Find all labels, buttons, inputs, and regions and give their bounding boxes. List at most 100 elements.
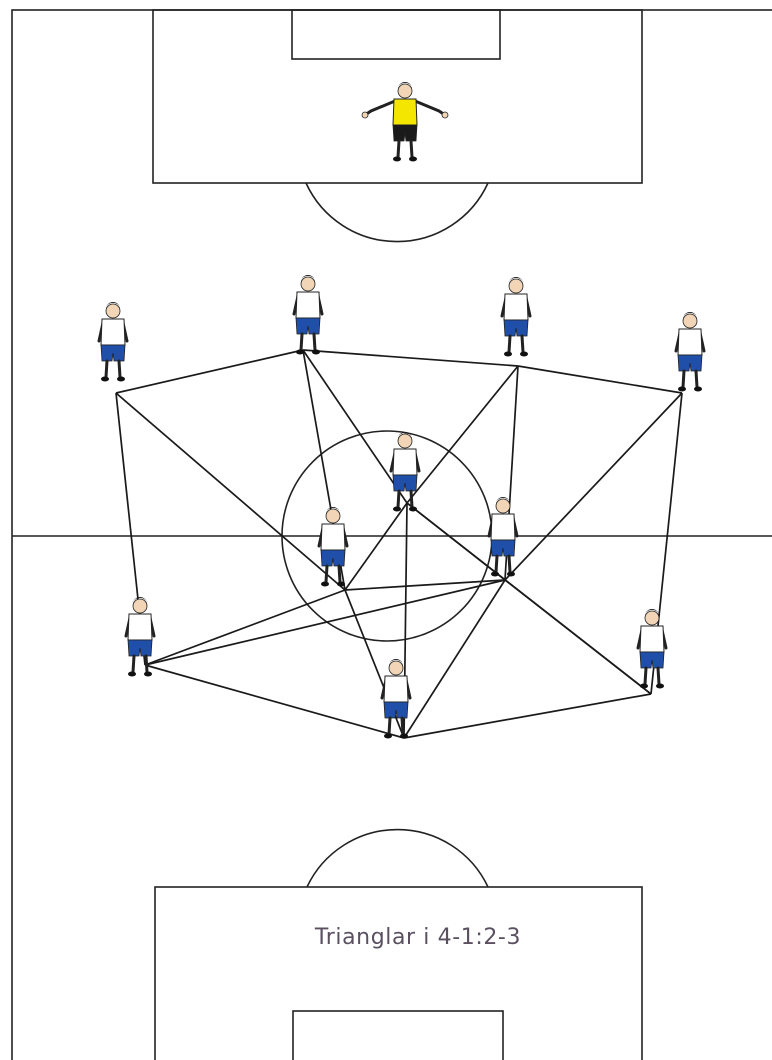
player-left-leg xyxy=(301,334,302,350)
connection-line-right-center-back-to-defensive-midfielder xyxy=(407,366,518,503)
player-right-glove xyxy=(442,112,448,118)
player-left-back xyxy=(99,302,127,382)
player-right-shoe xyxy=(694,387,702,392)
player-right-shoe xyxy=(312,350,320,355)
player-left-glove xyxy=(362,112,368,118)
player-right-leg xyxy=(696,371,697,387)
player-shirt xyxy=(321,524,345,550)
player-right-leg xyxy=(339,566,340,582)
player-head xyxy=(496,499,510,513)
player-right-shoe xyxy=(144,672,152,677)
player-head xyxy=(398,434,412,448)
player-head xyxy=(326,509,340,523)
connection-line-left-central-midfielder-to-left-winger xyxy=(145,590,345,665)
connection-line-right-central-midfielder-to-left-winger xyxy=(145,580,505,665)
player-left-shoe xyxy=(321,582,329,587)
player-shirt xyxy=(393,99,417,125)
player-right-shoe xyxy=(117,377,125,382)
player-left-shoe xyxy=(384,734,392,739)
player-right-shoe xyxy=(409,157,417,162)
player-shirt xyxy=(491,514,515,540)
connection-line-defensive-midfielder-to-left-central-midfielder xyxy=(345,503,407,590)
connection-line-right-central-midfielder-to-right-winger xyxy=(505,580,651,694)
player-left-leg xyxy=(389,718,390,734)
player-shorts xyxy=(393,475,417,491)
player-left-shoe xyxy=(128,672,136,677)
player-shorts xyxy=(296,318,320,334)
player-head xyxy=(389,661,403,675)
bottom-penalty-arc xyxy=(307,830,488,887)
player-shirt xyxy=(128,614,152,640)
player-shirt xyxy=(393,449,417,475)
player-striker xyxy=(382,659,410,739)
player-left-shoe xyxy=(393,157,401,162)
top-goal-box xyxy=(292,10,500,59)
player-right-leg xyxy=(402,718,403,734)
connection-line-left-center-back-to-defensive-midfielder xyxy=(303,350,407,503)
player-left-shoe xyxy=(491,572,499,577)
player-left-shoe xyxy=(504,352,512,357)
player-shirt xyxy=(640,626,664,652)
pitch-boundary xyxy=(12,10,772,1060)
player-shirt xyxy=(504,294,528,320)
player-left-shoe xyxy=(101,377,109,382)
player-left-shoe xyxy=(678,387,686,392)
player-right-back xyxy=(676,312,704,392)
connection-line-right-central-midfielder-to-striker xyxy=(404,580,505,738)
connection-line-left-back-to-left-central-midfielder xyxy=(116,393,345,590)
top-penalty-arc xyxy=(306,183,488,242)
player-right-center-back xyxy=(502,277,530,357)
player-right-shoe xyxy=(656,684,664,689)
player-shorts xyxy=(393,125,417,141)
connection-line-striker-to-right-winger xyxy=(404,694,651,738)
player-shorts xyxy=(101,345,125,361)
player-left-center-back xyxy=(294,275,322,355)
connection-line-left-center-back-to-right-center-back xyxy=(303,350,518,366)
player-left-arm xyxy=(365,101,395,115)
player-shorts xyxy=(640,652,664,668)
player-right-leg xyxy=(411,141,412,157)
player-left-leg xyxy=(326,566,327,582)
connection-line-left-winger-to-striker xyxy=(145,665,404,738)
player-left-shoe xyxy=(640,684,648,689)
player-left-leg xyxy=(683,371,684,387)
player-head xyxy=(301,277,315,291)
player-left-leg xyxy=(509,336,510,352)
player-right-leg xyxy=(314,334,315,350)
player-left-shoe xyxy=(393,507,401,512)
player-right-shoe xyxy=(507,572,515,577)
player-right-leg xyxy=(522,336,523,352)
player-shorts xyxy=(491,540,515,556)
bottom-goal-box xyxy=(293,1011,503,1060)
player-left-leg xyxy=(645,668,646,684)
player-left-leg xyxy=(106,361,107,377)
player-shirt xyxy=(678,329,702,355)
player-right-shoe xyxy=(520,352,528,357)
connection-line-right-center-back-to-right-back xyxy=(518,366,682,393)
player-right-central-midfielder xyxy=(489,497,517,577)
bottom-penalty-box xyxy=(155,887,642,1060)
player-shirt xyxy=(384,676,408,702)
player-left-leg xyxy=(398,491,399,507)
player-left-leg xyxy=(398,141,399,157)
player-right-leg xyxy=(509,556,510,572)
player-shorts xyxy=(128,640,152,656)
player-left-shoe xyxy=(296,350,304,355)
player-right-shoe xyxy=(337,582,345,587)
player-shorts xyxy=(678,355,702,371)
player-shorts xyxy=(384,702,408,718)
player-left-leg xyxy=(133,656,134,672)
player-head xyxy=(133,599,147,613)
player-right-leg xyxy=(411,491,412,507)
player-shorts xyxy=(504,320,528,336)
connection-line-left-back-to-left-center-back xyxy=(116,350,303,393)
player-right-arm xyxy=(415,101,445,115)
player-shirt xyxy=(101,319,125,345)
pitch-markings xyxy=(12,10,772,1060)
player-head xyxy=(509,279,523,293)
player-left-leg xyxy=(496,556,497,572)
player-right-leg xyxy=(119,361,120,377)
player-head xyxy=(398,84,412,98)
player-goalkeeper xyxy=(362,82,448,162)
